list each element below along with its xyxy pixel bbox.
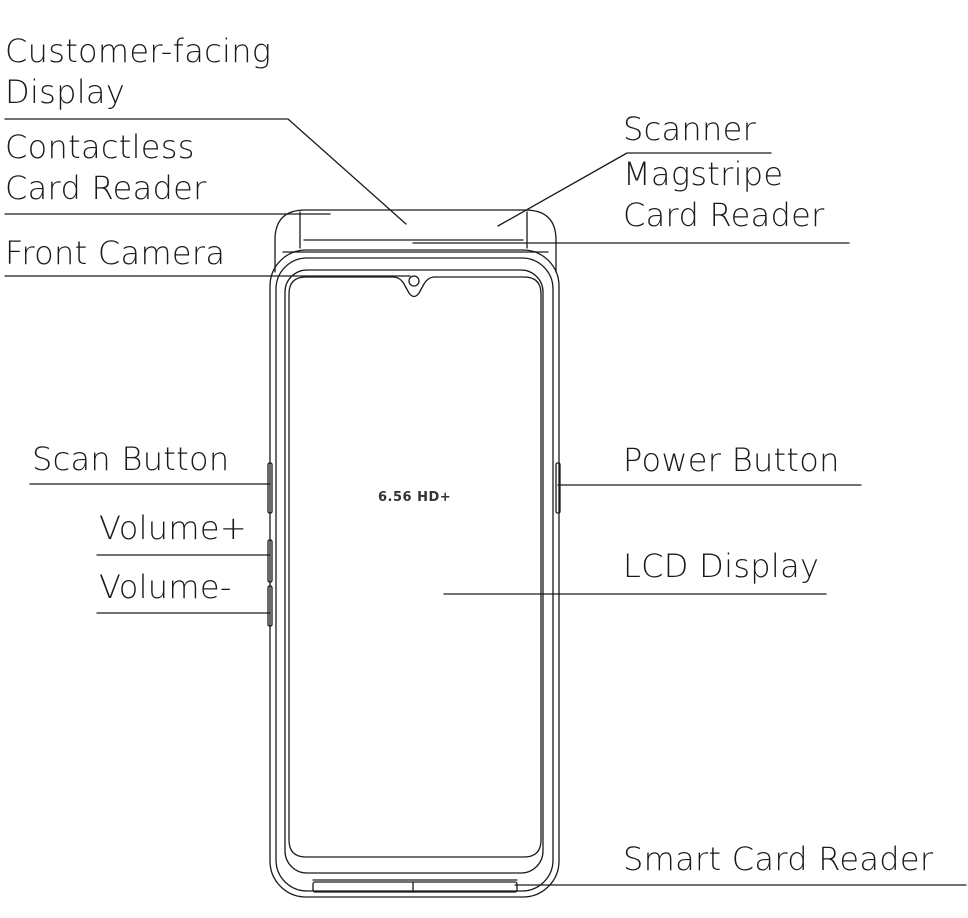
label-volume-plus: Volume+ bbox=[99, 509, 247, 547]
smart-card-slot bbox=[312, 879, 518, 893]
screen-spec-text: 6.56 HD+ bbox=[378, 490, 452, 505]
label-smart-card-reader: Smart Card Reader bbox=[623, 840, 934, 878]
lcd-screen-outline bbox=[288, 276, 542, 858]
scan-button-shape bbox=[267, 462, 273, 514]
customer-display-module bbox=[274, 209, 557, 273]
power-button-shape bbox=[555, 462, 561, 514]
label-scan-button: Scan Button bbox=[32, 440, 230, 478]
label-contactless-card-reader-line1: Contactless bbox=[5, 128, 195, 166]
label-customer-facing-display-line2: Display bbox=[5, 73, 126, 111]
label-magstripe-card-reader-line1: Magstripe bbox=[623, 155, 784, 193]
label-scanner: Scanner bbox=[623, 110, 757, 148]
front-camera-icon bbox=[408, 275, 420, 287]
label-front-camera: Front Camera bbox=[5, 234, 226, 272]
volume-plus-shape bbox=[267, 539, 273, 583]
label-volume-minus: Volume- bbox=[99, 568, 232, 606]
leader-lines bbox=[4, 118, 967, 886]
label-contactless-card-reader-line2: Card Reader bbox=[5, 169, 207, 207]
label-customer-facing-display-line1: Customer-facing bbox=[5, 32, 272, 70]
label-magstripe-card-reader-line2: Card Reader bbox=[623, 196, 825, 234]
label-power-button: Power Button bbox=[623, 441, 840, 479]
label-lcd-display: LCD Display bbox=[623, 547, 820, 585]
volume-minus-shape bbox=[267, 585, 273, 627]
device-body bbox=[269, 249, 560, 898]
